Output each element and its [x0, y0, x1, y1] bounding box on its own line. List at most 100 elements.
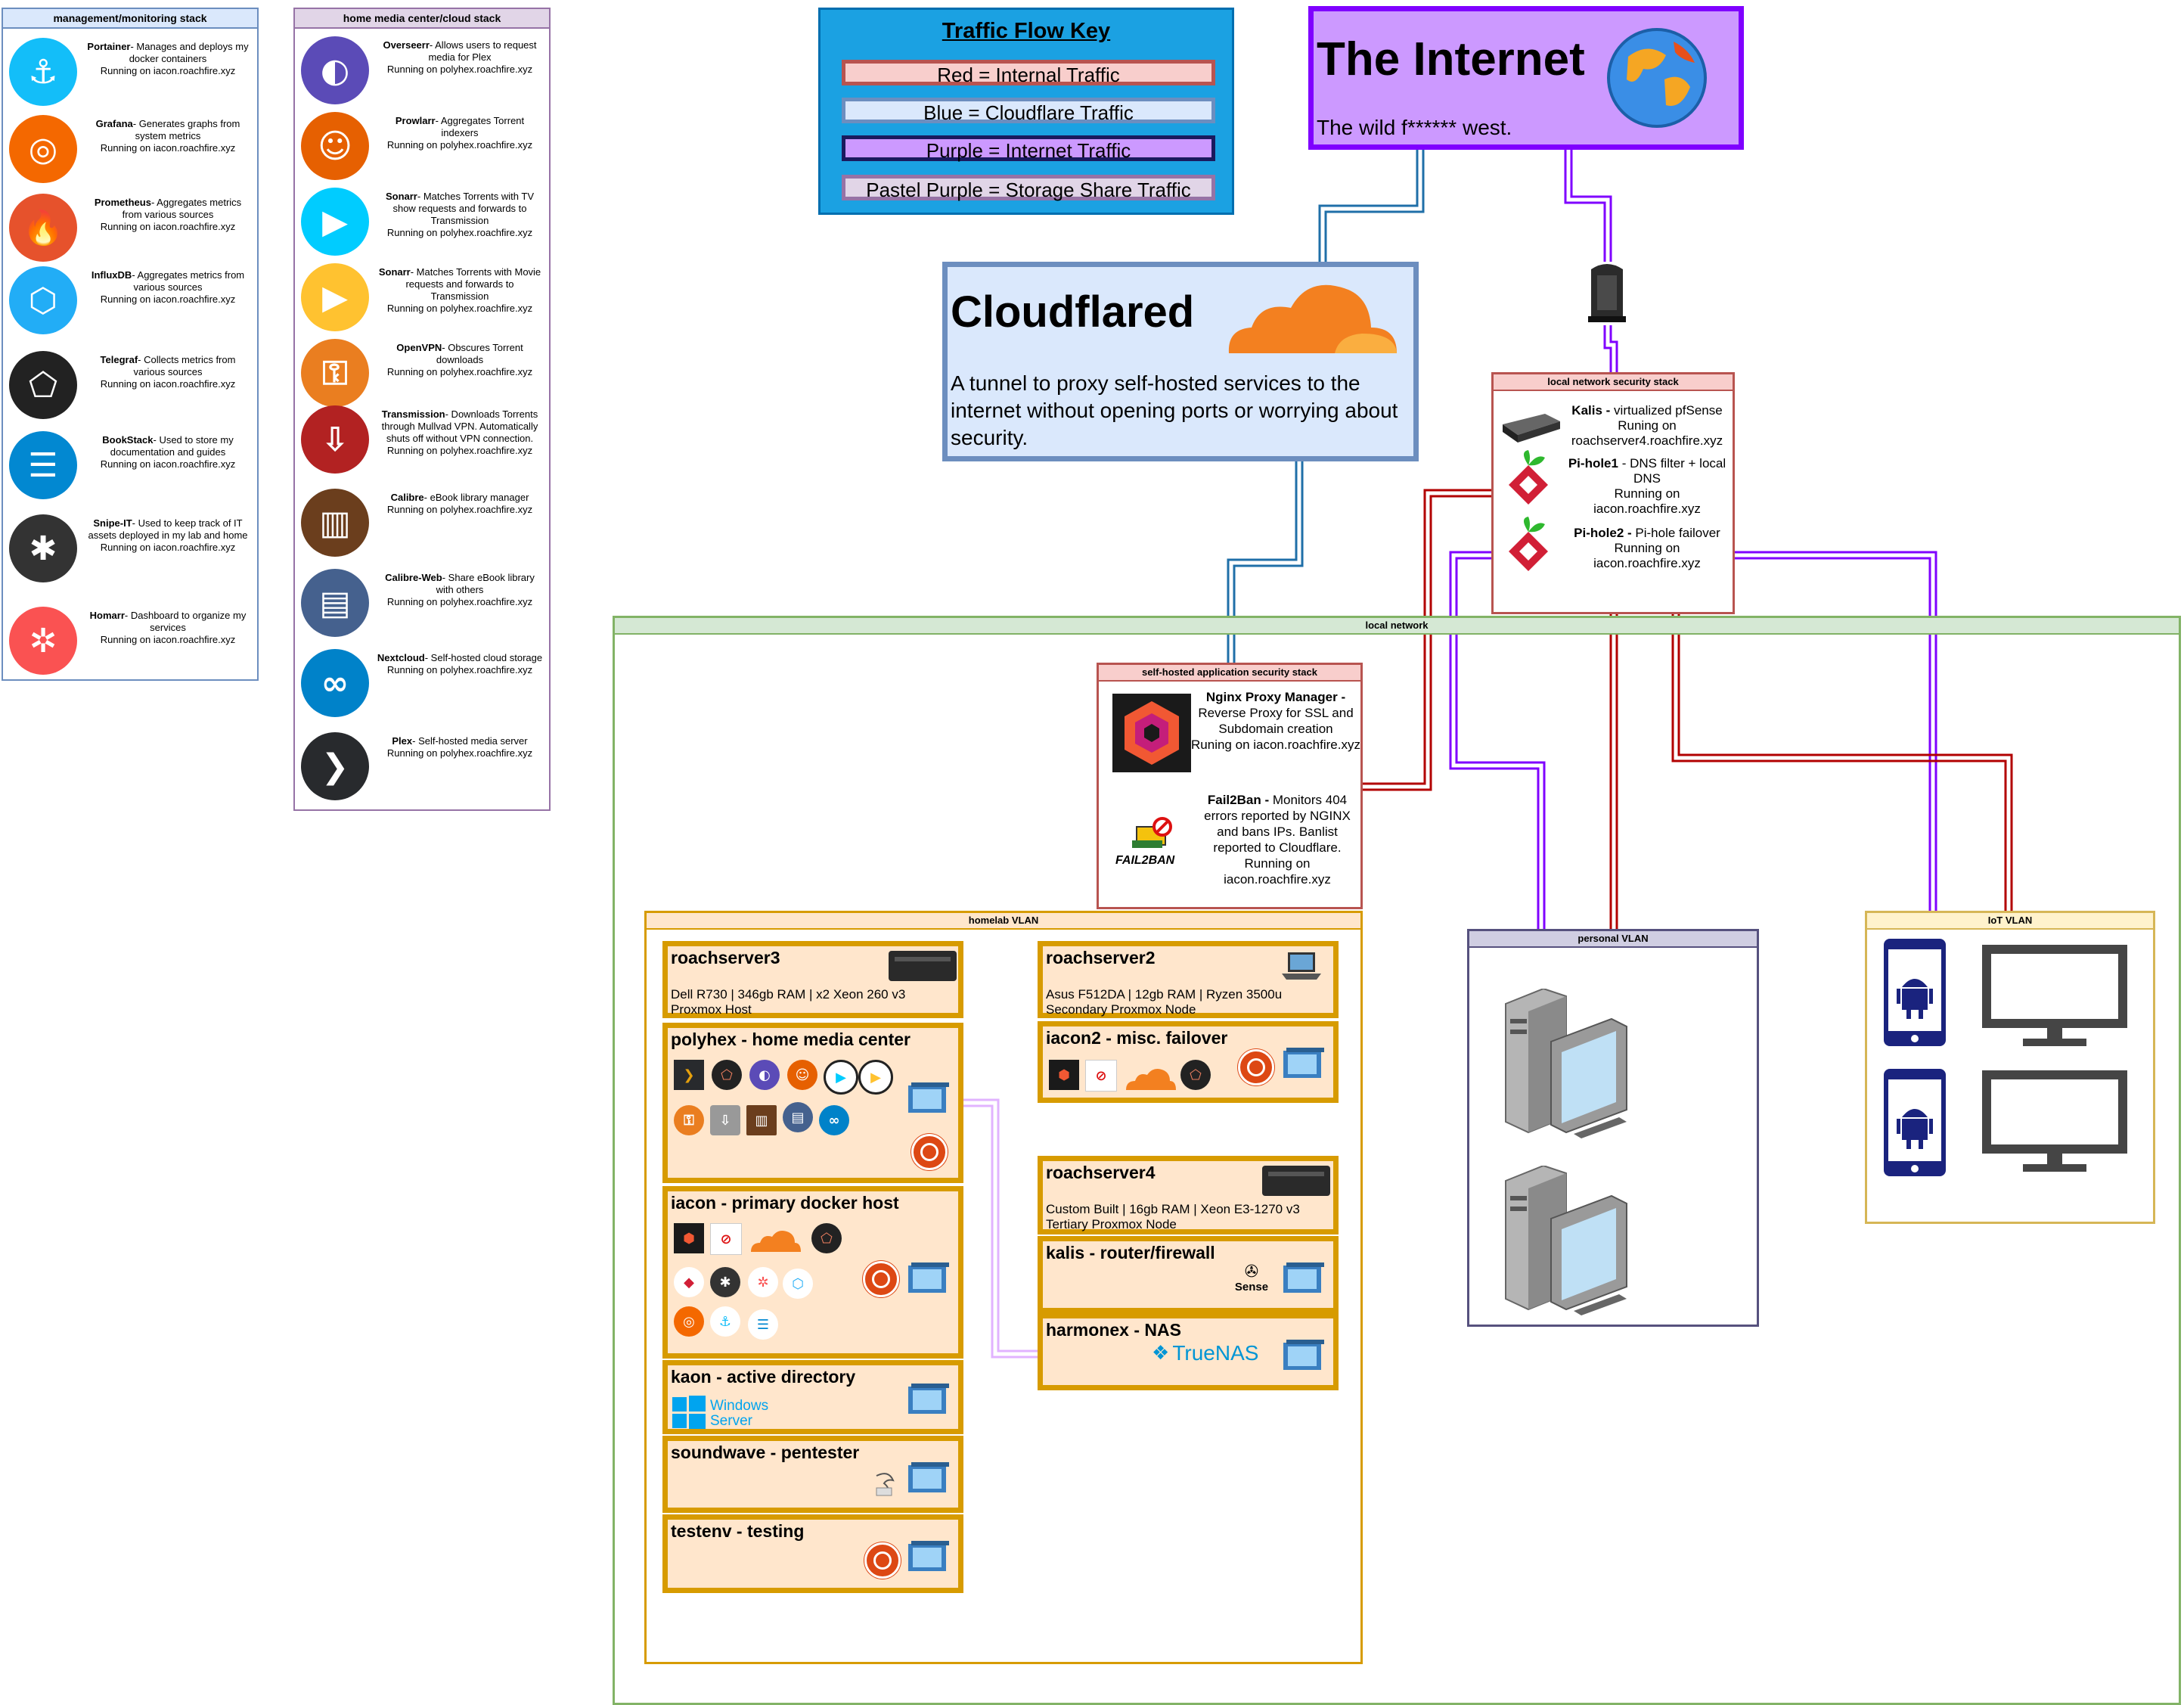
pihole2-entry: Pi-hole2 - Pi-hole failover Running on i…: [1562, 526, 1733, 571]
portainer-icon: ⚓: [9, 38, 77, 106]
globe-icon: [1607, 28, 1707, 128]
virtual-machine-icon: [1283, 1262, 1324, 1293]
stack-item-run: Running on iacon.roachfire.xyz: [100, 634, 236, 645]
kalis-name: Kalis -: [1571, 403, 1611, 418]
roachserver3-box: roachserver3 Dell R730 | 346gb RAM | x2 …: [662, 941, 963, 1018]
laptop-icon: [1282, 952, 1321, 980]
cloudflare-icon: [1228, 284, 1397, 353]
internal-link-appsec: [1361, 489, 1494, 791]
stack-item-run: Running on iacon.roachfire.xyz: [100, 293, 236, 305]
stack-item-name: Calibre-Web: [385, 572, 442, 583]
sonarr-icon: ▶: [824, 1060, 858, 1095]
internet-subtitle: The wild f****** west.: [1317, 116, 1512, 139]
stack-item-text: Transmission- Downloads Torrents through…: [377, 408, 543, 457]
pihole2-name: Pi-hole2 -: [1574, 526, 1632, 540]
stack-item-run: Running on polyhex.roachfire.xyz: [386, 596, 533, 607]
roachserver4-spec-line1: Custom Built | 16gb RAM | Xeon E3-1270 v…: [1046, 1202, 1300, 1216]
stack-item-text: BookStack- Used to store my documentatio…: [85, 434, 251, 471]
fail2ban-icon: ⊘: [1085, 1060, 1117, 1092]
portainer-icon: ⚓: [710, 1306, 740, 1337]
stack-item-run: Running on polyhex.roachfire.xyz: [386, 445, 533, 456]
roachserver2-name: roachserver2: [1046, 948, 1156, 967]
stack-item-transmission: ⇩Transmission- Downloads Torrents throug…: [295, 405, 549, 478]
pihole2-run: Running on iacon.roachfire.xyz: [1593, 541, 1701, 570]
stack-item-desc: - Share eBook library with others: [436, 572, 535, 595]
cloudflared-title: Cloudflared: [951, 287, 1195, 337]
grafana-icon: ◎: [9, 115, 77, 183]
stack-item-text: Snipe-IT- Used to keep track of IT asset…: [85, 517, 251, 554]
stack-item-radarr: ▶Sonarr- Matches Torrents with Movie req…: [295, 263, 549, 336]
roachserver4-name: roachserver4: [1046, 1163, 1156, 1182]
truenas-icon: ❖: [1152, 1342, 1170, 1365]
nginx-proxy-manager-icon: ⬢: [1049, 1060, 1079, 1090]
pihole1-run: Running on iacon.roachfire.xyz: [1593, 486, 1701, 516]
radarr-icon: ▶: [858, 1060, 893, 1095]
virtual-machine-icon: [1283, 1340, 1324, 1370]
sonarr-icon: ▶: [301, 188, 369, 256]
stack-item-name: Calibre: [390, 492, 424, 503]
windows-icon: [672, 1396, 706, 1429]
virtual-machine-icon: [908, 1462, 949, 1492]
pihole-icon: [1509, 450, 1548, 505]
stack-item-name: Overseerr: [383, 39, 430, 51]
stack-item-run: Running on polyhex.roachfire.xyz: [386, 504, 533, 515]
management-stack-title: management/monitoring stack: [3, 9, 257, 29]
stack-item-desc: - Allows users to request media for Plex: [428, 39, 537, 63]
bookstack-icon: ☰: [748, 1309, 778, 1340]
stack-item-desc: - Self-hosted cloud storage: [424, 652, 543, 663]
roachserver3-name: roachserver3: [671, 948, 780, 967]
pfsense-glyph-icon: ✇: [1244, 1262, 1259, 1281]
nginx-proxy-manager-icon: ⬢: [674, 1223, 704, 1253]
stack-item-text: Prometheus- Aggregates metrics from vari…: [85, 197, 251, 233]
modem-icon: [1588, 264, 1626, 322]
ubuntu-icon: [1238, 1049, 1274, 1085]
management-monitoring-stack: management/monitoring stack ⚓Portainer- …: [2, 8, 259, 681]
roachserver3-spec-line2: Proxmox Host: [671, 1002, 752, 1017]
stack-item-run: Running on iacon.roachfire.xyz: [100, 65, 236, 76]
stack-item-text: Grafana- Generates graphs from system me…: [85, 118, 251, 154]
personal-vlan-region: personal VLAN: [1467, 929, 1759, 1327]
storage-link: [960, 1098, 1038, 1359]
stack-item-text: Portainer- Manages and deploys my docker…: [85, 41, 251, 77]
stack-item-desc: - Used to keep track of IT assets deploy…: [88, 517, 248, 541]
pihole1-desc: - DNS filter + local DNS: [1618, 456, 1726, 486]
telegraf-icon: ⬠: [9, 351, 77, 419]
stack-item-name: Homarr: [89, 610, 125, 621]
prowlarr-icon: ☺: [787, 1060, 817, 1090]
homelab-vlan-region: homelab VLAN: [644, 911, 1363, 1664]
local-network-title: local network: [615, 618, 2179, 635]
stack-item-name: Nextcloud: [377, 652, 425, 663]
stack-item-desc: - Aggregates metrics from various source…: [132, 269, 245, 293]
calibre-web-icon: ▤: [301, 569, 369, 637]
stack-item-homarr: ✲ Homarr- Dashboard to organize my servic…: [3, 607, 257, 679]
npm-desc: Reverse Proxy for SSL and Subdomain crea…: [1198, 706, 1354, 736]
stack-item-desc: - Used to store my documentation and gui…: [110, 434, 234, 458]
pihole-icon: ◆: [674, 1267, 704, 1297]
desktop-computer-icon: [1505, 989, 1627, 1138]
roachserver2-box: roachserver2 Asus F512DA | 12gb RAM | Ry…: [1038, 941, 1339, 1018]
stack-item-desc: - Matches Torrents with Movie requests a…: [405, 266, 541, 302]
key-red: Red = Internal Traffic: [842, 60, 1215, 86]
stack-item-run: Running on polyhex.roachfire.xyz: [386, 64, 533, 75]
kaon-name: kaon - active directory: [671, 1367, 856, 1387]
stack-item-desc: - Self-hosted media server: [412, 735, 528, 747]
stack-item-desc: - Dashboard to organize my services: [124, 610, 247, 633]
prowlarr-icon: ☺: [301, 112, 369, 180]
server-hardware-icon: [889, 951, 957, 981]
internet-box: The Internet The wild f****** west.: [1308, 6, 1744, 150]
polyhex-name: polyhex - home media center: [671, 1030, 911, 1049]
fail2ban-run: Running on iacon.roachfire.xyz: [1224, 856, 1331, 887]
openvpn-icon: ⚿: [301, 339, 369, 407]
stack-item-grafana: ◎Grafana- Generates graphs from system m…: [3, 115, 257, 188]
stack-item-desc: - Matches Torrents with TV show requests…: [392, 191, 535, 226]
soundwave-name: soundwave - pentester: [671, 1443, 860, 1462]
homarr-icon: ✲: [9, 607, 77, 675]
stack-item-run: Running on polyhex.roachfire.xyz: [386, 747, 533, 759]
telegraf-icon: ⬠: [712, 1060, 742, 1090]
fail2ban-logo-text: FAIL2BAN: [1115, 854, 1175, 867]
